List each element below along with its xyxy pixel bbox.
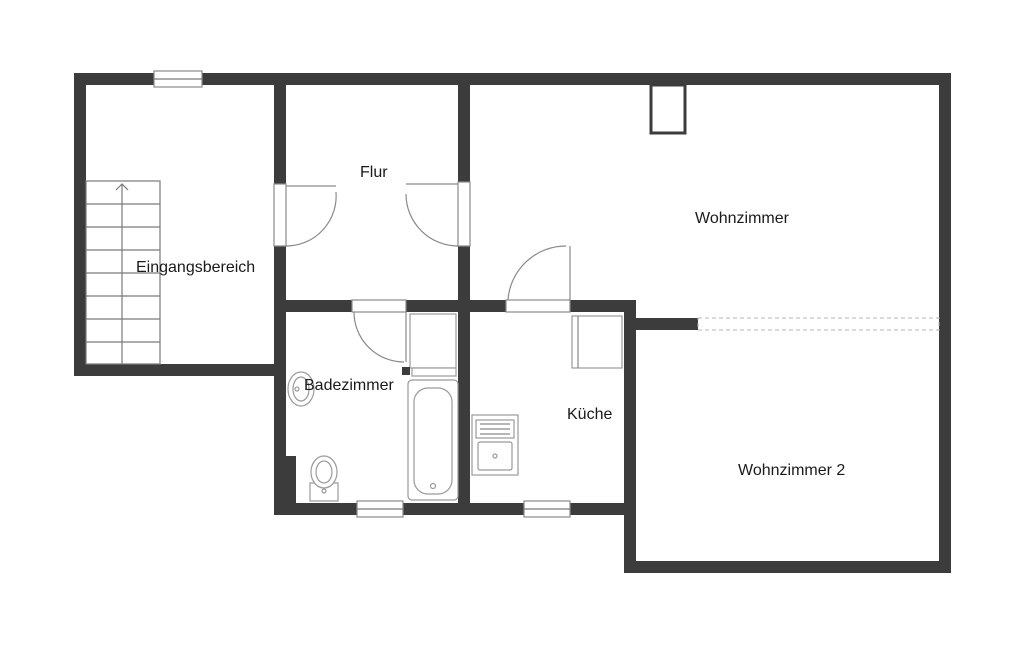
kitchen-cabinet	[571, 315, 623, 369]
room-label-wohnzimmer: Wohnzimmer	[695, 210, 790, 227]
wall-bath-jog	[274, 456, 296, 513]
room-label-eingangsbereich: Eingangsbereich	[136, 259, 255, 276]
bath-ledge	[411, 367, 457, 377]
wall-bottom-wohn2	[624, 561, 951, 573]
wall-right	[939, 73, 951, 573]
wall-left	[74, 73, 86, 376]
door-wohn-kitchen[interactable]	[505, 299, 571, 313]
bathroom-fixtures	[287, 313, 459, 502]
bath-shelf	[409, 313, 457, 369]
wall-entrance-flur	[274, 73, 286, 513]
wall-entrance-bottom	[74, 364, 286, 376]
wall-stub	[624, 318, 698, 330]
wall-kitchen-wohn2	[624, 300, 636, 573]
kitchen-sink	[471, 414, 519, 476]
staircase	[85, 180, 161, 365]
wall-bottom-bath-kitchen	[274, 503, 636, 515]
door-entrance-flur[interactable]	[273, 183, 287, 247]
room-label-badezimmer: Badezimmer	[304, 377, 394, 394]
windows	[153, 70, 571, 518]
door-flur-wohnzimmer[interactable]	[457, 181, 471, 247]
wall-mid-horizontal	[274, 300, 636, 312]
wall-flur-wohn	[458, 73, 470, 513]
stair-arrow-icon	[115, 183, 129, 191]
wall-top	[74, 73, 951, 85]
chimney	[649, 83, 687, 135]
door-flur-bath[interactable]	[351, 299, 407, 313]
room-label-kueche: Küche	[567, 406, 612, 423]
passage-wohn-wohn2	[697, 317, 940, 331]
room-label-wohnzimmer2: Wohnzimmer 2	[738, 462, 845, 479]
room-label-flur: Flur	[360, 164, 388, 181]
doors	[273, 181, 623, 369]
